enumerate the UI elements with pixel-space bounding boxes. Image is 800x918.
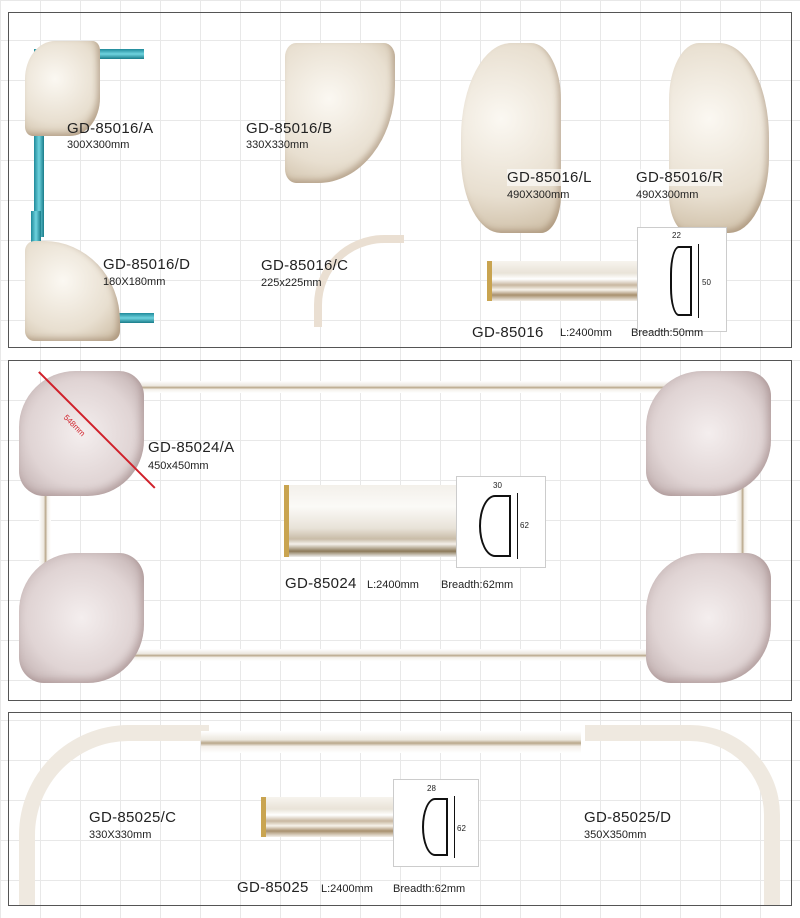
profile-drawing: 30 62 — [456, 476, 546, 568]
product-size: 330X330mm — [246, 139, 309, 151]
width-dimension: 28 — [427, 784, 436, 793]
product-breadth: Breadth:62mm — [441, 579, 514, 591]
profile-shape — [670, 246, 692, 316]
rail-top — [201, 731, 581, 753]
leaf-corner-tr — [646, 371, 771, 496]
height-dimension: 50 — [702, 278, 711, 287]
profile-shape — [422, 798, 448, 856]
product-size: 490X300mm — [507, 189, 570, 201]
product-code: GD-85016/B — [246, 120, 333, 137]
product-size: 330X330mm — [89, 829, 152, 841]
product-code: GD-85025/C — [89, 809, 177, 826]
product-length: L:2400mm — [367, 579, 419, 591]
panel-gd-85025: GD-85025/C 330X330mm GD-85025/D 350X350m… — [8, 712, 792, 906]
leaf-corner-bl — [19, 553, 144, 683]
product-breadth: Breadth:50mm — [631, 327, 704, 339]
corner-ornament-b — [285, 43, 395, 183]
product-code: GD-85024 — [285, 575, 357, 592]
height-line — [517, 493, 518, 559]
product-code: GD-85025/D — [584, 809, 672, 826]
leaf-corner-br — [646, 553, 771, 683]
moulding-sample — [261, 797, 398, 837]
rail-top — [109, 381, 669, 393]
product-code: GD-85016/R — [636, 169, 724, 186]
product-size: 350X350mm — [584, 829, 647, 841]
teal-frame-a-h — [59, 49, 144, 59]
moulding-sample — [487, 261, 642, 301]
width-dimension: 22 — [672, 231, 681, 240]
teal-frame-d-v — [31, 211, 41, 251]
product-code: GD-85016 — [472, 324, 544, 341]
product-length: L:2400mm — [321, 883, 373, 895]
moulding-sample — [284, 485, 461, 557]
product-size: 300X300mm — [67, 139, 130, 151]
product-size: 225x225mm — [261, 277, 322, 289]
panel-gd-85024: 548mm GD-85024/A 450x450mm 30 62 GD-8502… — [8, 360, 792, 701]
product-code: GD-85016/A — [67, 120, 154, 137]
width-dimension: 30 — [493, 481, 502, 490]
scroll-ornament-l — [461, 43, 561, 233]
corner-moulding-c — [314, 235, 404, 327]
teal-frame-a-v — [34, 49, 44, 237]
product-size: 450x450mm — [148, 460, 209, 472]
corner-ornament-a — [25, 41, 100, 136]
height-dimension: 62 — [520, 521, 529, 530]
profile-drawing: 22 50 — [637, 227, 727, 332]
product-code: GD-85016/C — [261, 257, 349, 274]
panel-gd-85016: GD-85016/A 300X300mm GD-85016/B 330X330m… — [8, 12, 792, 348]
rail-bottom — [109, 649, 669, 661]
teal-frame-d-h — [109, 313, 154, 323]
product-code: GD-85025 — [237, 879, 309, 896]
product-breadth: Breadth:62mm — [393, 883, 466, 895]
profile-shape — [479, 495, 511, 557]
height-line — [698, 244, 699, 318]
product-code: GD-85024/A — [148, 439, 235, 456]
product-length: L:2400mm — [560, 327, 612, 339]
height-dimension: 62 — [457, 824, 466, 833]
leaf-corner-tl — [19, 371, 144, 496]
product-code: GD-85016/D — [103, 256, 191, 273]
height-line — [454, 796, 455, 858]
scroll-ornament-r — [669, 43, 769, 233]
product-size: 180X180mm — [103, 276, 166, 288]
product-size: 490X300mm — [636, 189, 699, 201]
profile-drawing: 28 62 — [393, 779, 479, 867]
product-code: GD-85016/L — [507, 169, 592, 186]
